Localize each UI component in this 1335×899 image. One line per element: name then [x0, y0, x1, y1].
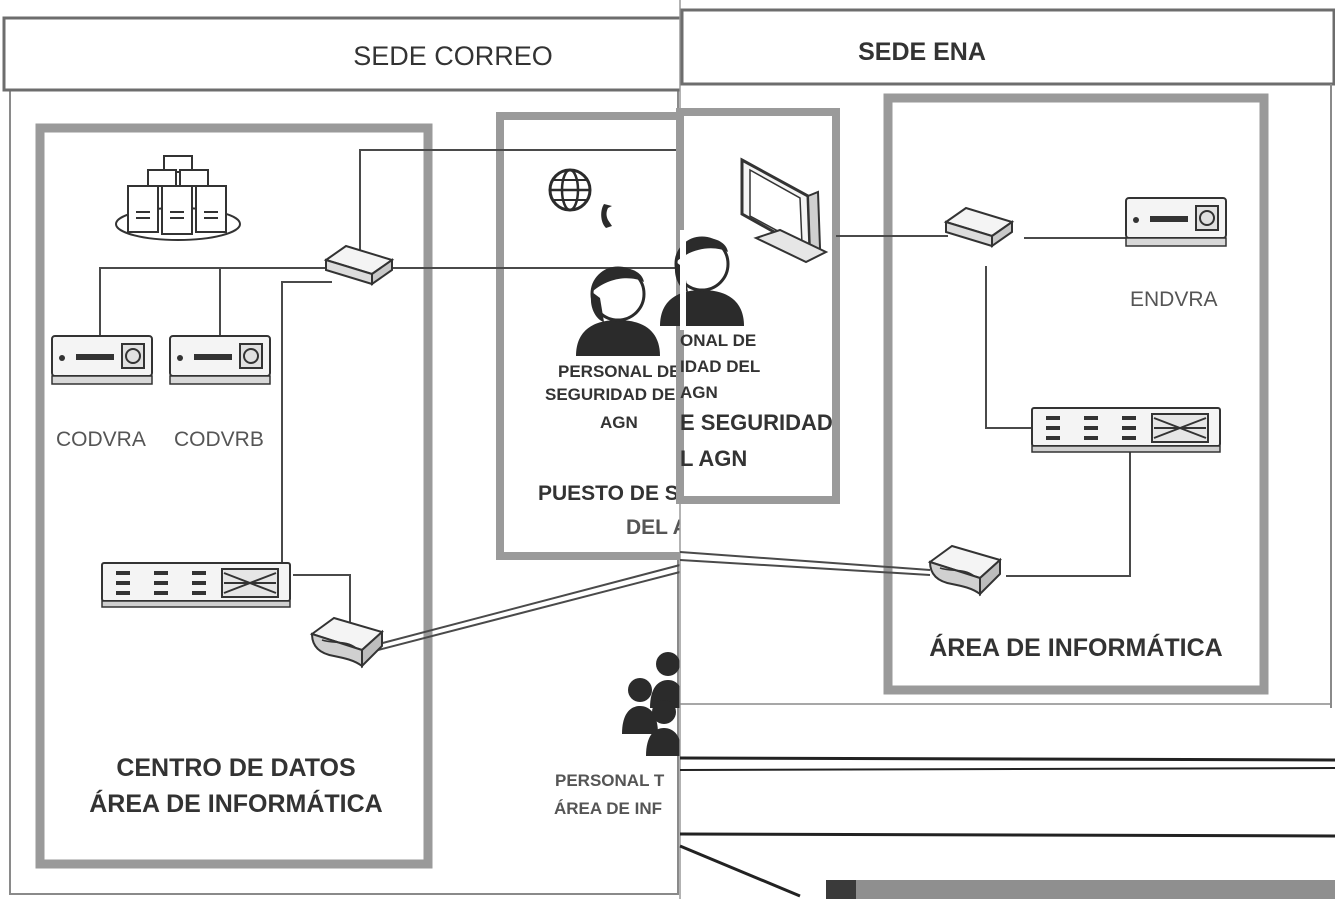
right-security-person-line1: ONAL DE	[680, 331, 756, 350]
patch-panel-icon	[101, 562, 291, 608]
right-connection-lines	[679, 235, 1131, 577]
left-page: SEDE CORREO	[2, 16, 694, 895]
nvr-label-codvrb: CODVRB	[174, 428, 264, 451]
left-header-title: SEDE CORREO	[353, 41, 553, 71]
datacenter-title-line2: ÁREA DE INFORMÁTICA	[89, 789, 383, 818]
people-group-icon	[622, 652, 684, 756]
left-security-person-line3: AGN	[600, 413, 638, 432]
nvr-codvrb-icon	[169, 335, 271, 385]
right-page: SEDE ENA ONAL DE IDAD DEL AGN E SE	[658, 0, 1335, 899]
informatica-panel	[883, 93, 1269, 695]
lower-right-page-edges	[679, 756, 1335, 899]
datacenter-title-line1: CENTRO DE DATOS	[116, 754, 355, 782]
right-security-person-line2: IDAD DEL	[680, 357, 760, 376]
globe-phone-icon	[548, 168, 612, 228]
right-header-bar	[680, 8, 1335, 86]
right-security-person-line3: AGN	[680, 383, 718, 402]
left-connection-lines	[99, 149, 681, 651]
left-security-person-line2: SEGURIDAD DE	[545, 385, 675, 404]
right-security-caption-line2: L AGN	[680, 446, 747, 471]
left-security-caption-line1: PUESTO DE S	[538, 482, 679, 505]
monitor-icon	[740, 157, 829, 264]
nvr-codvra-icon	[51, 335, 153, 385]
informatica-title: ÁREA DE INFORMÁTICA	[929, 633, 1223, 662]
nvr-label-endvra: ENDVRA	[1130, 288, 1218, 311]
left-security-caption-line2: DEL A	[626, 516, 688, 539]
tech-staff-line2: ÁREA DE INF	[554, 799, 662, 818]
right-header-title: SEDE ENA	[858, 38, 986, 66]
nvr-label-codvra: CODVRA	[56, 428, 146, 451]
left-security-person-line1: PERSONAL DE	[558, 362, 681, 381]
patch-panel-icon-right	[1031, 407, 1221, 453]
tech-staff-line1: PERSONAL T	[555, 771, 665, 790]
right-security-caption-line1: E SEGURIDAD	[680, 410, 833, 435]
left-header-bar	[2, 16, 684, 92]
server-cluster-icon	[115, 155, 241, 241]
nvr-endvra-icon	[1125, 197, 1227, 247]
